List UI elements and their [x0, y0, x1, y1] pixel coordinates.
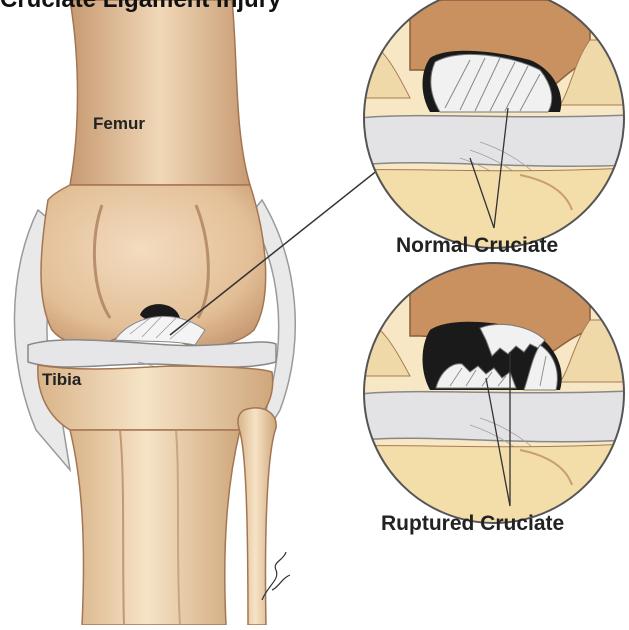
normal-cruciate-label: Normal Cruciate: [396, 234, 558, 258]
tibia-shaft: [70, 430, 240, 625]
femur-label: Femur: [93, 114, 145, 134]
femur-shaft: [70, 0, 250, 185]
ruptured-cruciate-label: Ruptured Cruciate: [381, 512, 564, 536]
meniscus: [28, 340, 276, 367]
diagram-title: Cruciate Ligament Injury: [0, 0, 281, 14]
fibula: [238, 408, 276, 625]
normal-cruciate-inset: [360, 0, 629, 250]
ruptured-cruciate-inset: [360, 255, 629, 525]
main-knee: [14, 0, 295, 625]
tibia-label: Tibia: [42, 370, 81, 390]
